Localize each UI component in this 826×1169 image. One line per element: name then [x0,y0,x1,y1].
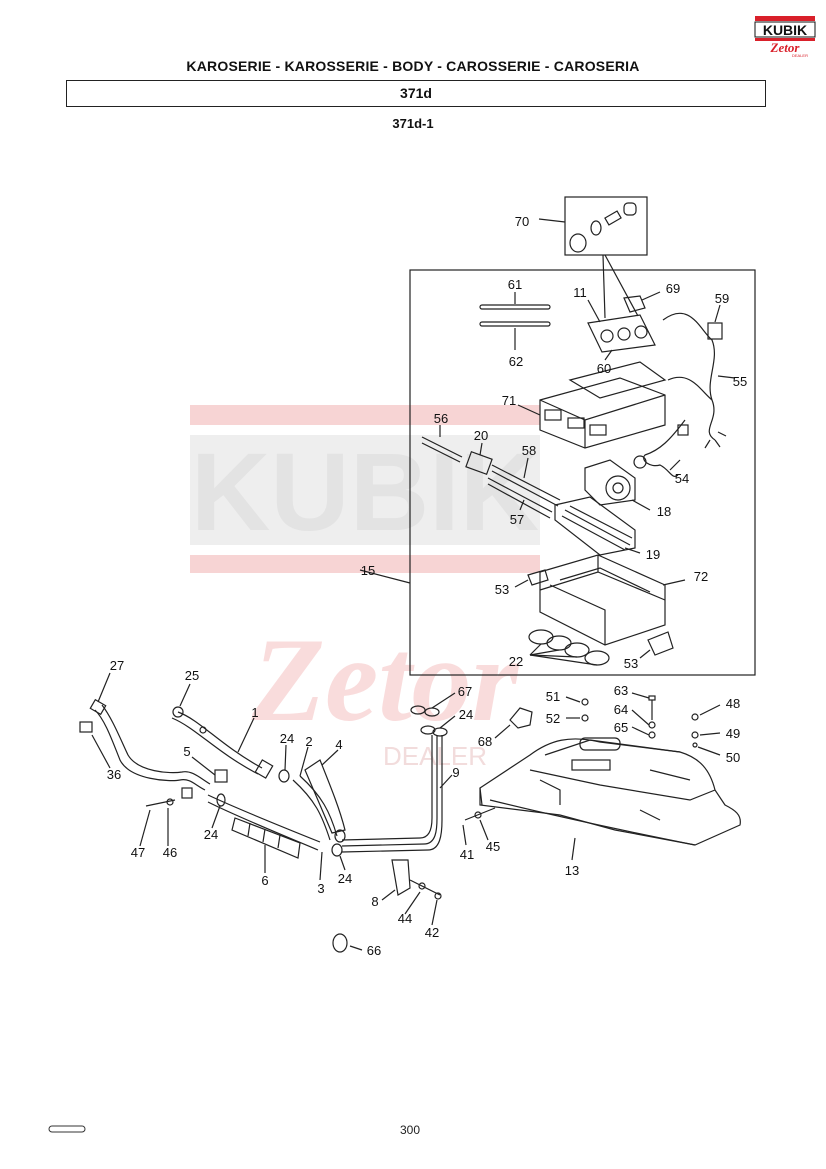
callout: 49 [726,726,740,741]
callout: 63 [614,683,628,698]
callout: 2 [305,734,312,749]
callout: 9 [452,765,459,780]
callout: 55 [733,374,747,389]
callout: 66 [367,943,381,958]
callout: 19 [646,547,660,562]
svg-text:Zetor: Zetor [251,613,520,746]
callout: 50 [726,750,740,765]
callout: 52 [546,711,560,726]
callout: 5 [183,744,190,759]
callout: 61 [508,277,522,292]
callout: 24 [280,731,294,746]
callout: 67 [458,684,472,699]
callout: 1 [251,705,258,720]
callout: 13 [565,863,579,878]
callout: 65 [614,720,628,735]
callout: 71 [502,393,516,408]
callout: 72 [694,569,708,584]
svg-text:DEALER: DEALER [792,53,808,58]
section-title: KAROSERIE - KAROSSERIE - BODY - CAROSSER… [186,58,640,74]
callout: 51 [546,689,560,704]
group-code: 371d [400,85,432,101]
callout: 53 [495,582,509,597]
callout: 6 [261,873,268,888]
callout-labels: 70 61 11 69 59 62 60 55 71 56 20 58 18 5… [107,214,747,958]
part-70-box [564,196,648,256]
callout: 46 [163,845,177,860]
callout: 22 [509,654,523,669]
callout: 45 [486,839,500,854]
callout: 4 [335,737,342,752]
callout: 70 [515,214,529,229]
callout: 60 [597,361,611,376]
kubik-watermark: KUBIK Zetor DEALER [190,405,540,771]
callout: 57 [510,512,524,527]
svg-text:Zetor: Zetor [770,40,801,55]
callout: 58 [522,443,536,458]
callout: 69 [666,281,680,296]
page-number: 300 [400,1123,421,1137]
callout: 44 [398,911,412,926]
callout: 47 [131,845,145,860]
callout: 8 [371,894,378,909]
callout: 68 [478,734,492,749]
callout: 41 [460,847,474,862]
callout: 24 [338,871,352,886]
figure-code: 371d-1 [392,116,434,131]
callout: 18 [657,504,671,519]
heater-unit-frame [409,269,756,676]
callout: 20 [474,428,488,443]
kubik-zetor-logo: KUBIK Zetor DEALER [754,16,816,58]
callout: 27 [110,658,124,673]
callout: 42 [425,925,439,940]
callout: 48 [726,696,740,711]
callout: 3 [317,881,324,896]
callout: 36 [107,767,121,782]
callout: 56 [434,411,448,426]
callout: 53 [624,656,638,671]
svg-text:KUBIK: KUBIK [763,22,807,38]
callout: 59 [715,291,729,306]
callout: 11 [573,285,587,300]
footer-logo [48,1125,86,1133]
svg-text:DEALER: DEALER [383,741,487,771]
callout: 25 [185,668,199,683]
callout: 62 [509,354,523,369]
callout: 24 [459,707,473,722]
callout: 24 [204,827,218,842]
callout: 15 [361,563,375,578]
callout: 64 [614,702,628,717]
callout: 54 [675,471,689,486]
group-code-box: 371d [66,80,766,107]
